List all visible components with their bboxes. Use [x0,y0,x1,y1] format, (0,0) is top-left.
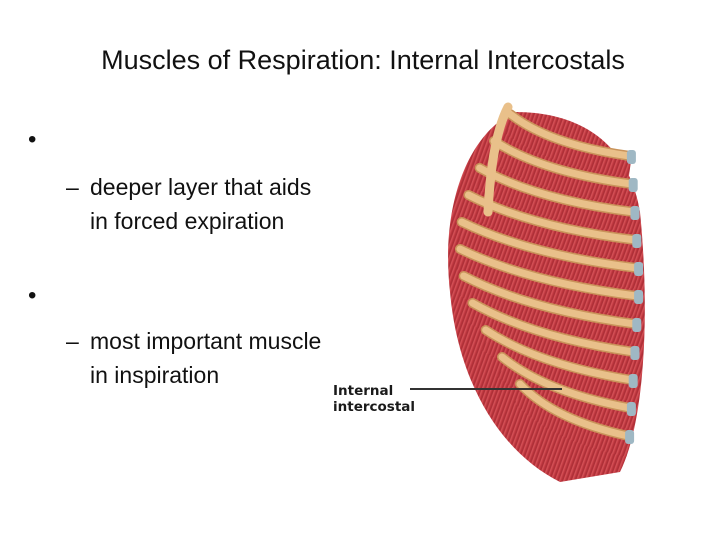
bullet-1-subpoint: – deeper layer that aids in forced expir… [66,170,326,238]
intercostal-muscle-band [456,254,639,317]
costal-cartilage [632,234,642,248]
label-leader-line [410,388,562,390]
costal-cartilage [625,430,635,444]
rib [482,326,636,384]
rib-cage-illustration [320,92,660,492]
costal-cartilage [626,402,636,416]
intercostal-muscle-band [460,281,637,345]
costal-cartilage [634,290,644,304]
costal-cartilage [630,206,640,220]
rib [506,110,634,160]
bullet-1-dash: – [66,174,79,200]
rib [469,299,637,356]
bullet-2-dash: – [66,328,79,354]
bullet-1-marker: • [28,126,37,153]
label-line-1: Internal [333,383,394,399]
rib [458,218,641,272]
rib [490,137,636,188]
costal-cartilage [634,262,644,276]
rib-cage-svg [448,102,645,482]
costal-cartilage [632,318,642,332]
costal-cartilage [628,178,638,192]
costal-cartilage [626,150,636,164]
rib [516,380,632,440]
intercostal-muscle-band [481,336,633,401]
slide-title: Muscles of Respiration: Internal Interco… [101,45,625,75]
costal-cartilage [630,346,640,360]
bullet-1-text: deeper layer that aids in forced expirat… [90,174,312,234]
costal-cartilage [628,374,638,388]
rib [456,245,641,300]
bullet-2-marker: • [28,282,37,309]
rib [498,353,634,412]
intercostal-muscle-band [505,120,631,177]
intercostal-muscle-band [468,309,635,373]
intercostal-muscle-band [496,363,632,429]
intercostal-muscle-band [458,227,639,289]
intercostal-muscle-band [489,147,633,205]
internal-intercostal-label: Internal intercostal [333,383,415,415]
label-line-2: intercostal [333,399,416,415]
bullet-2-text: most important muscle in inspiration [90,328,322,388]
intercostal-muscle-band [464,200,637,261]
ribs-group [448,102,645,482]
rib [460,272,639,328]
intercostal-muscle-band [514,391,630,457]
vertebra-edge [483,102,513,217]
bullet-2-subpoint: – most important muscle in inspiration [66,324,326,392]
